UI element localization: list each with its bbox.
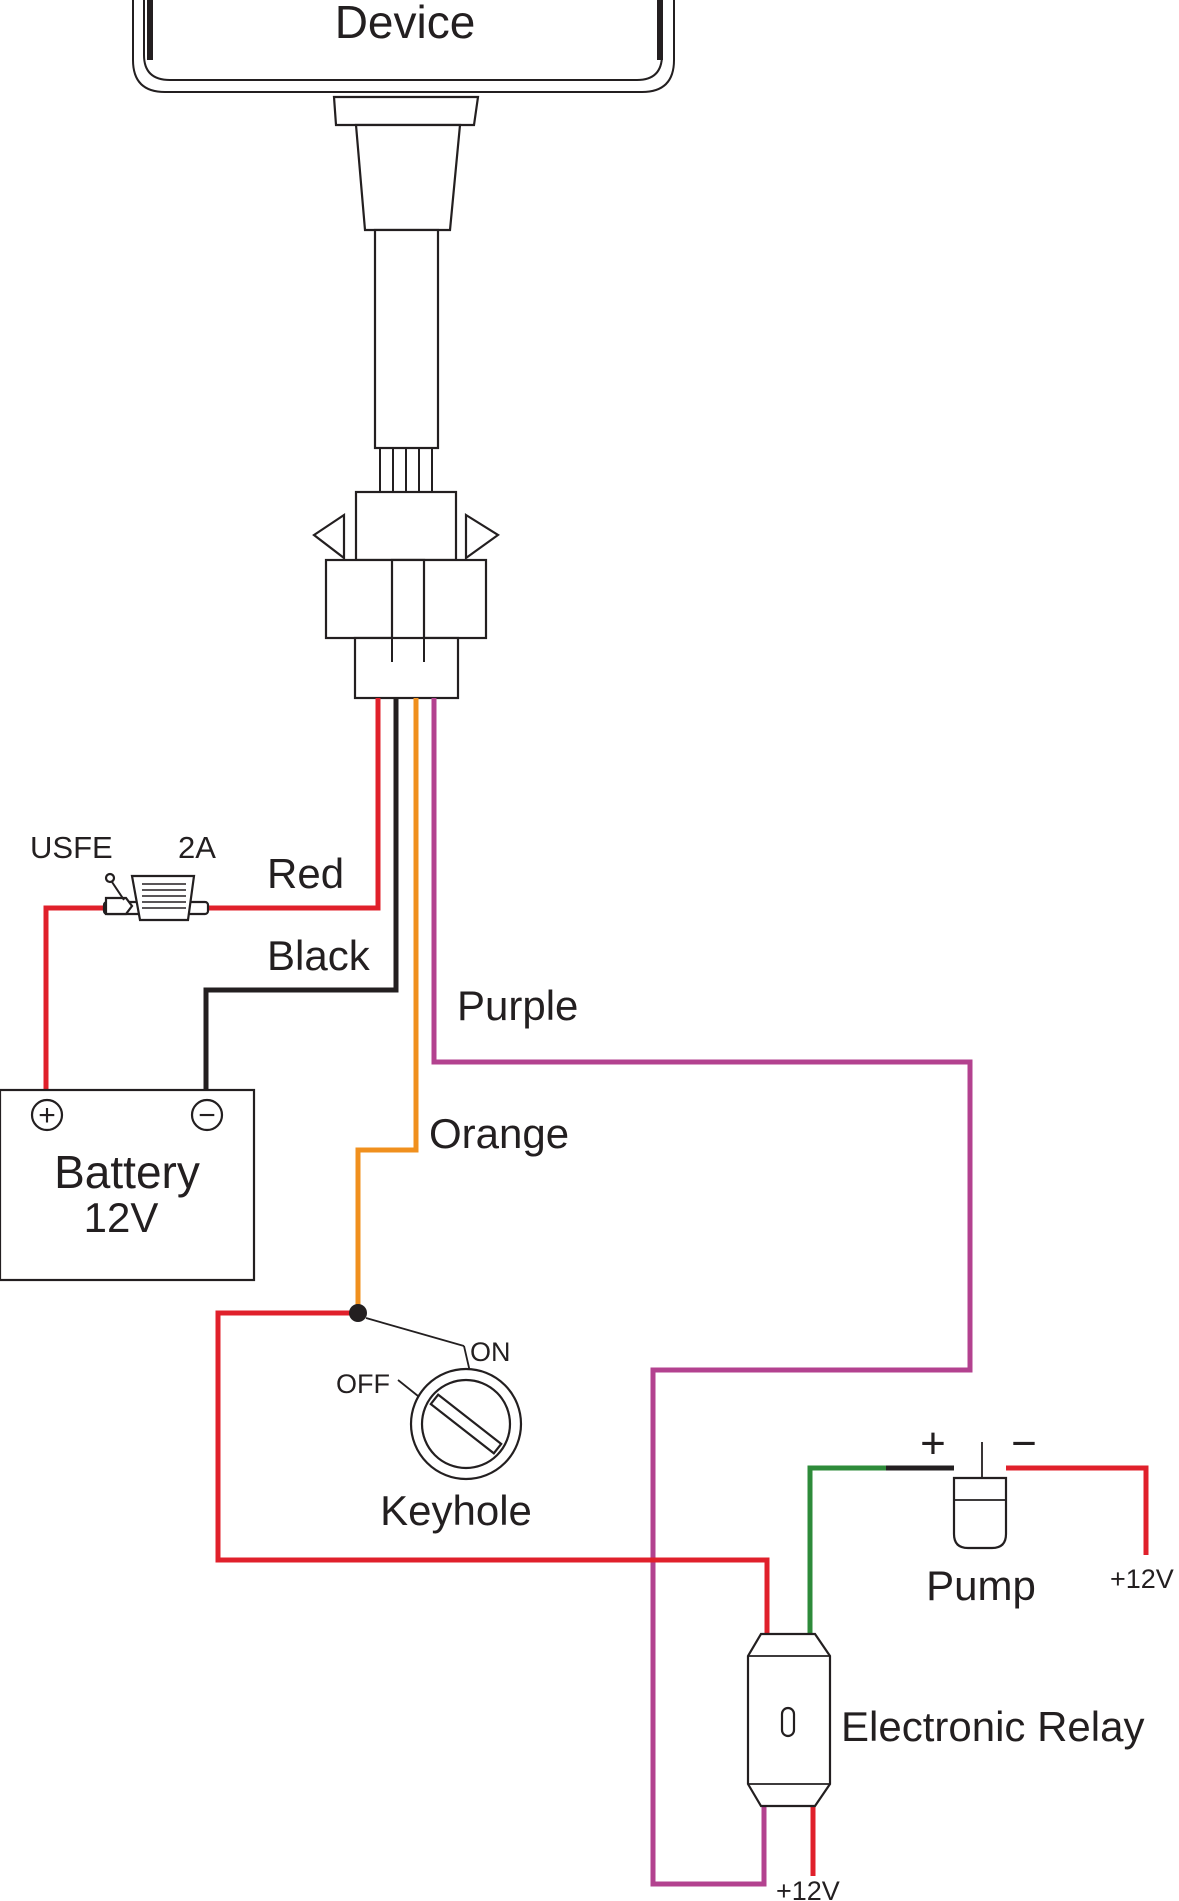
keyhole-title: Keyhole [380, 1487, 532, 1534]
label-black: Black [267, 932, 371, 979]
wires [43, 698, 1149, 1887]
wire-red [208, 698, 381, 911]
battery: + − Battery 12V [0, 1088, 256, 1282]
battery-minus-icon: − [198, 1099, 216, 1132]
keyhole-junction [349, 1304, 367, 1322]
pump-minus-icon: − [1011, 1419, 1037, 1468]
fuse-rating: 2A [178, 830, 216, 865]
wire-red-ignition [215, 1310, 770, 1634]
wire-red-pump [1006, 1465, 1149, 1555]
pump-supply: +12V [1110, 1564, 1174, 1594]
electronic-relay: Electronic Relay +12V [746, 1632, 1144, 1901]
keyhole-off-label: OFF [336, 1369, 390, 1399]
keyhole: ON OFF Keyhole [336, 1304, 532, 1534]
device-housing: Device [132, 0, 675, 93]
wire-connector [312, 490, 500, 700]
wire-purple [431, 698, 973, 1887]
keyhole-on-label: ON [470, 1337, 511, 1367]
pump: + − Pump +12V [920, 1419, 1174, 1609]
label-red: Red [267, 850, 344, 897]
device-title: Device [335, 0, 476, 48]
battery-plus-icon: + [38, 1099, 56, 1132]
label-purple: Purple [457, 982, 578, 1029]
fuse: USFE 2A [30, 830, 216, 922]
wire-green [807, 1465, 886, 1634]
wire-orange [355, 698, 419, 1313]
relay-title: Electronic Relay [841, 1703, 1144, 1750]
fuse-brand: USFE [30, 830, 113, 865]
battery-voltage: 12V [84, 1194, 159, 1241]
device-cable [332, 95, 480, 492]
wire-red-battery [43, 905, 104, 1090]
relay-supply: +12V [776, 1876, 840, 1901]
pump-plus-icon: + [920, 1419, 946, 1468]
battery-title: Battery [54, 1146, 200, 1198]
pump-title: Pump [926, 1562, 1036, 1609]
label-orange: Orange [429, 1110, 569, 1157]
wire-black [203, 698, 399, 1090]
